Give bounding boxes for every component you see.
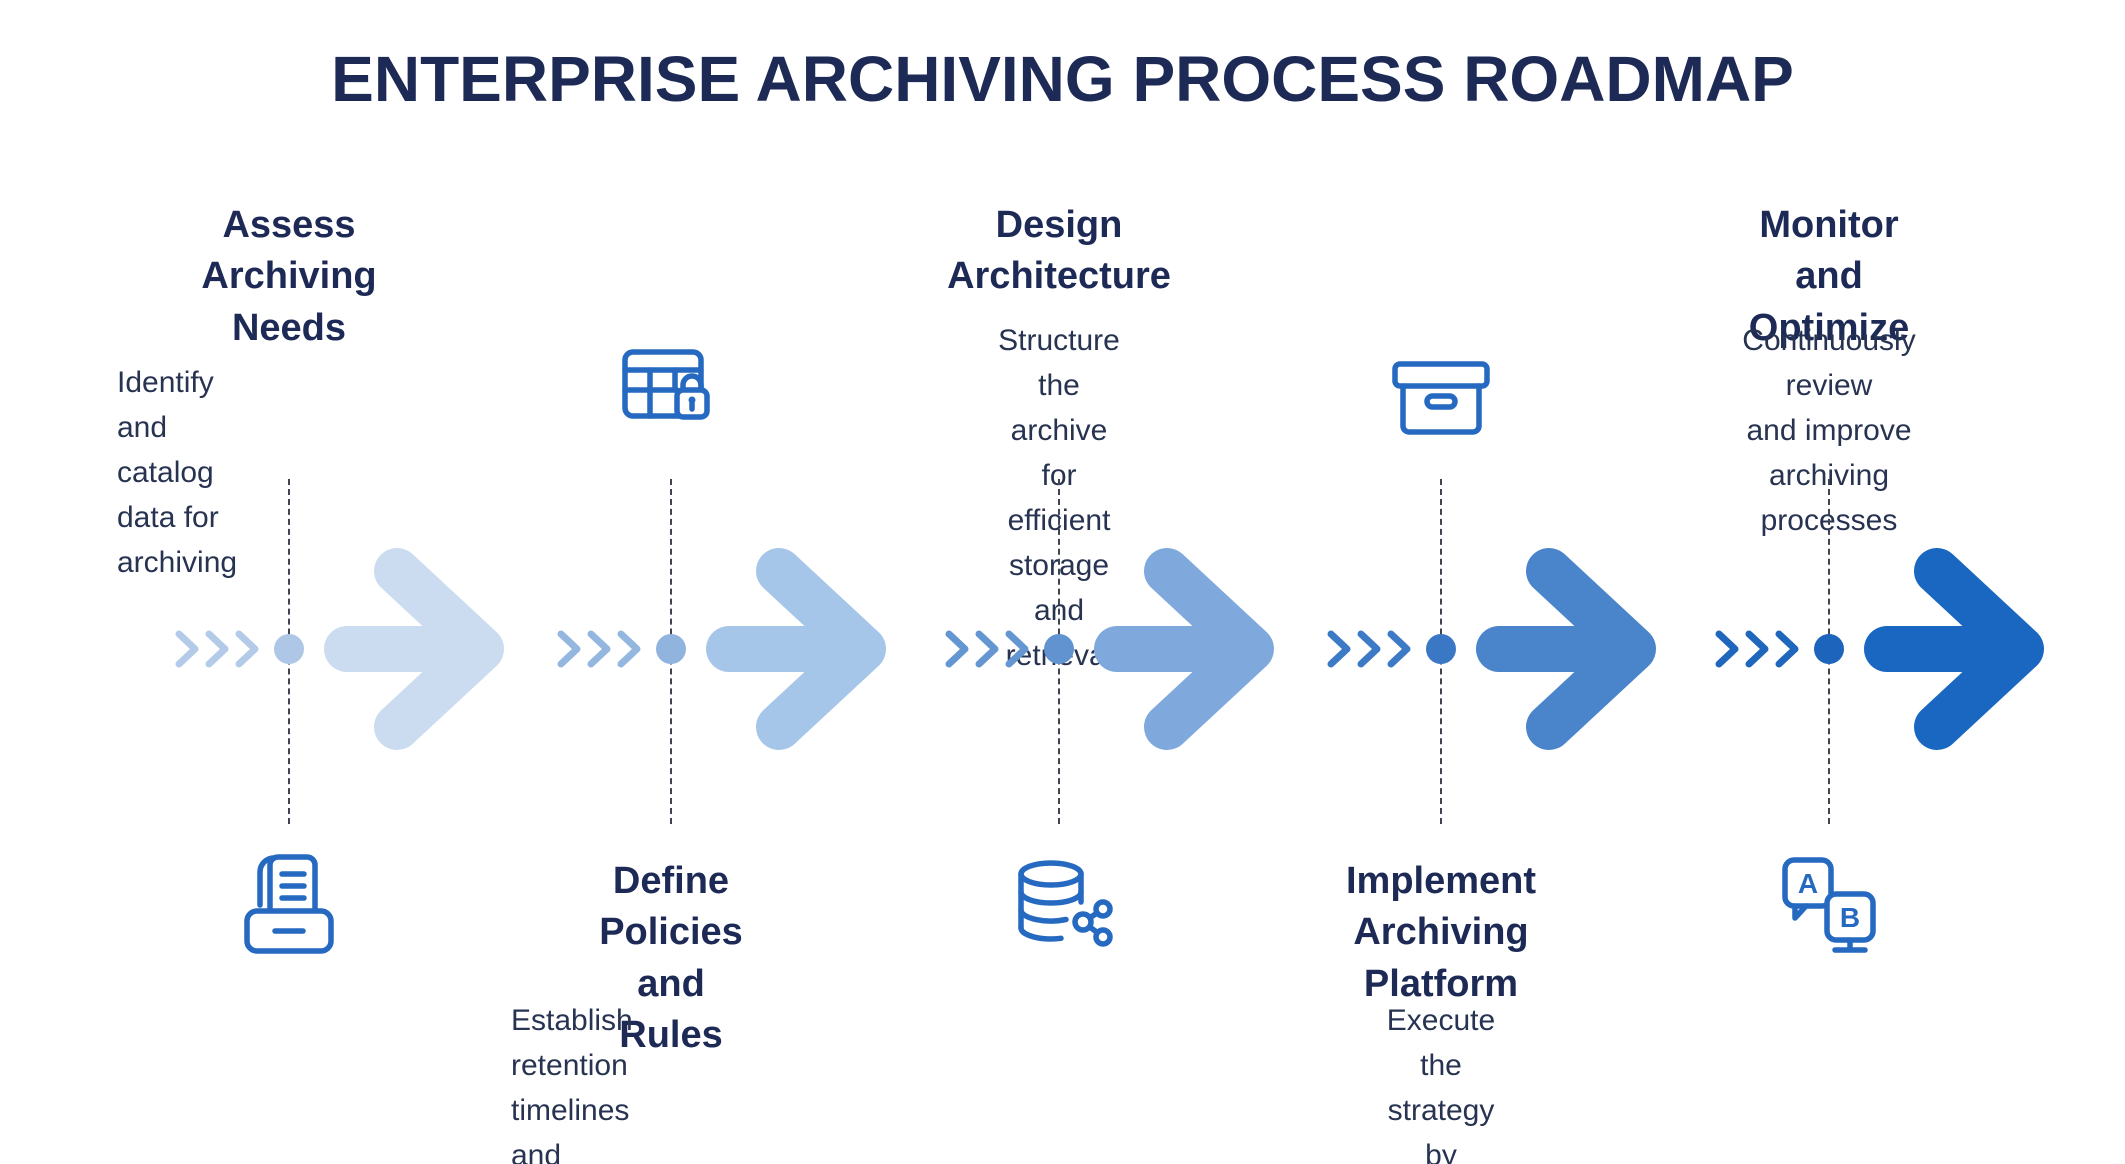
timeline-segment-2 [557, 548, 886, 750]
stage-2-description: Establish retention timelines and access… [511, 1004, 633, 1164]
archive-box-icon [1392, 361, 1490, 435]
share-node [1093, 899, 1113, 919]
timeline-node [1044, 634, 1074, 664]
stage-3-title: Design Architecture [947, 204, 1171, 298]
timeline-segment-1 [175, 548, 504, 750]
arrow-head-icon [374, 548, 504, 750]
stage-4-title: Implement Archiving Platform [1345, 860, 1537, 1005]
lock-shackle [680, 373, 704, 393]
chevron-icon [1005, 630, 1029, 668]
arrow-head-icon [1144, 548, 1274, 750]
box-handle-slot [1424, 393, 1458, 410]
chevron-icon [1745, 630, 1769, 668]
chevron-icon [945, 630, 969, 668]
box-lid [1392, 361, 1490, 389]
db-rim [1018, 889, 1084, 906]
a-bubble-tail [1792, 903, 1809, 921]
stage-5-title: Monitor and Optimize [1748, 204, 1910, 349]
timeline-node [656, 634, 686, 664]
chevron-icon [1327, 630, 1351, 668]
chevron-icon [1387, 630, 1411, 668]
stage-1-description: Identify and catalog data for archiving [117, 366, 238, 579]
ab-compare-icon: A B [1782, 857, 1876, 953]
db-rim [1018, 907, 1069, 924]
timeline-node [1426, 634, 1456, 664]
database-share-icon [1018, 860, 1113, 947]
arrow-head-icon [756, 548, 886, 750]
page-title: ENTERPRISE ARCHIVING PROCESS ROADMAP [331, 43, 1794, 115]
table-lock-icon [622, 349, 710, 420]
chevron-icon [1715, 630, 1739, 668]
share-node [1072, 911, 1094, 933]
timeline-node [1814, 634, 1844, 664]
db-bottom-rim [1018, 925, 1064, 942]
chevron-icon [1775, 630, 1799, 668]
chevron-icon [205, 630, 229, 668]
stage-4-description: Execute the strategy by selecting and in… [1386, 1004, 1496, 1164]
timeline-segment-3 [945, 548, 1274, 750]
chevron-icon [975, 630, 999, 668]
stage-1-title: Assess Archiving Needs [201, 204, 377, 349]
stage-2-title: Define Policies and Rules [599, 860, 743, 1056]
document-tray-icon [244, 854, 334, 954]
share-node [1093, 927, 1113, 947]
chevron-icon [235, 630, 259, 668]
letter-a: A [1798, 868, 1818, 899]
chevron-icon [557, 630, 581, 668]
front-sheet [267, 854, 318, 912]
db-top [1018, 860, 1084, 888]
tray [244, 908, 334, 954]
chevron-icon [617, 630, 641, 668]
box-body [1400, 383, 1482, 435]
timeline-node [274, 634, 304, 664]
timeline-segment-5 [1715, 548, 2044, 750]
timeline-segment-4 [1327, 548, 1656, 750]
letter-b: B [1840, 902, 1860, 933]
chevron-icon [587, 630, 611, 668]
chevron-icon [1357, 630, 1381, 668]
arrow-head-icon [1526, 548, 1656, 750]
arrow-head-icon [1914, 548, 2044, 750]
chevron-icon [175, 630, 199, 668]
